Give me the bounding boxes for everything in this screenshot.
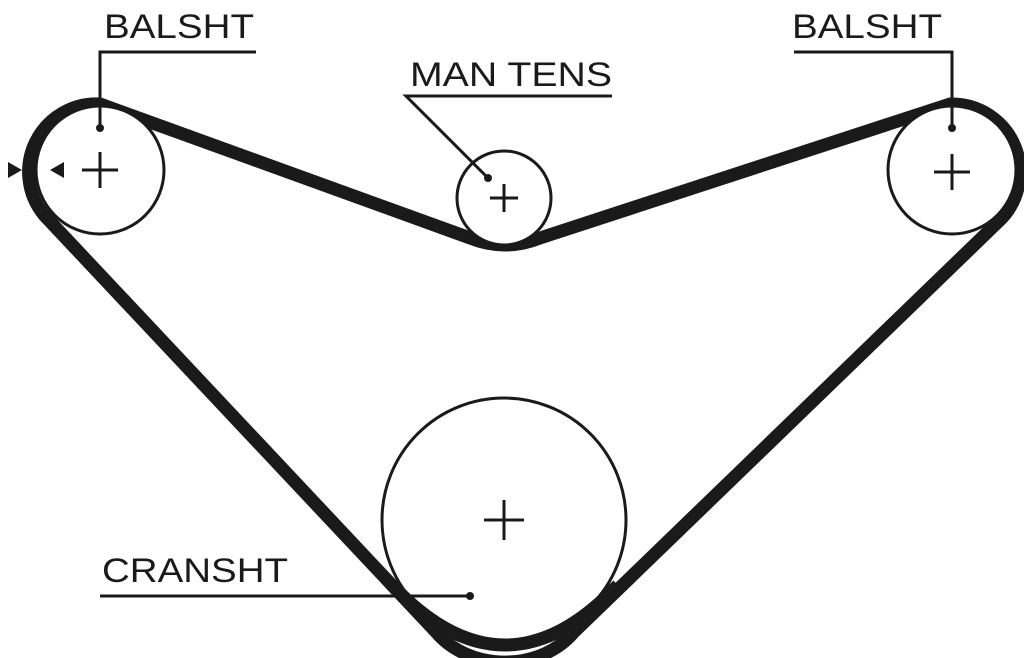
label-balance-shaft-left: BALSHT [104,8,254,46]
crankshaft-pulley [380,396,628,644]
timing-mark-arrows [8,162,64,178]
label-tensioner: MAN TENS [410,56,612,94]
leader-tensioner [402,94,612,180]
crankshaft-belt-wrap [387,580,623,652]
tensioner-pulley [455,149,553,247]
label-balance-shaft-right: BALSHT [792,8,942,46]
balance-shaft-right-pulley [886,104,1018,236]
timing-belt [22,97,1024,658]
leader-balance-shaft-right [794,50,954,128]
label-crankshaft: CRANSHT [102,552,288,590]
balance-shaft-left-pulley [34,104,166,236]
leader-balance-shaft-left [98,50,256,128]
